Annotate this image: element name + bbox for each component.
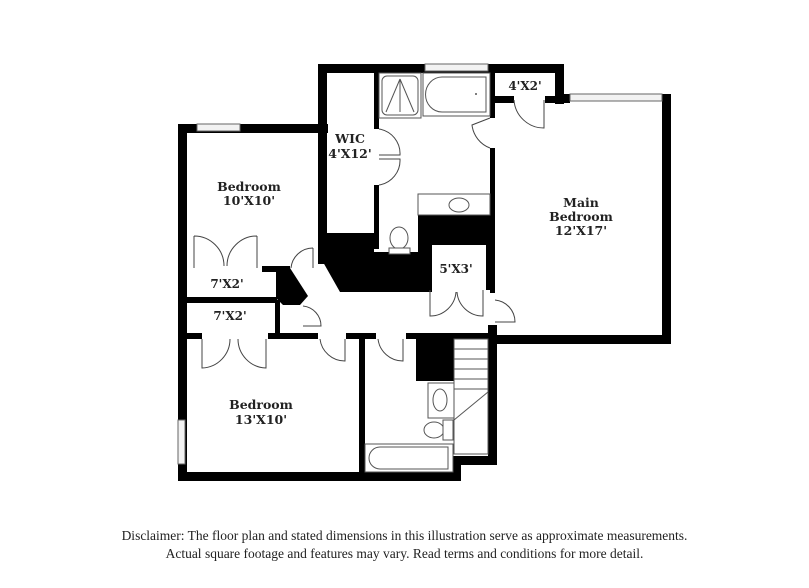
fixtures <box>364 72 491 473</box>
doors <box>193 99 545 369</box>
room-labels: Bedroom 10'X10' 7'X2' WIC 4'X12' 4'X2' M… <box>210 79 613 427</box>
bedroom-1-closet-dims: 7'X2' <box>210 277 243 291</box>
main-bedroom-dims: 12'X17' <box>555 223 607 238</box>
bedroom-1-name: Bedroom <box>217 179 281 194</box>
disclaimer-line-1: Disclaimer: The floor plan and stated di… <box>121 528 688 543</box>
main-closet-dims: 4'X2' <box>508 79 541 93</box>
bedroom-2-closet-dims: 7'X2' <box>213 309 246 323</box>
walls <box>178 64 671 481</box>
bedroom-2-name: Bedroom <box>229 397 293 412</box>
stairs <box>453 338 489 455</box>
main-bedroom-name-line2: Bedroom <box>549 209 613 224</box>
wic-dims: 4'X12' <box>328 146 371 161</box>
bedroom-1-dims: 10'X10' <box>223 193 275 208</box>
disclaimer-line-2: Actual square footage and features may v… <box>165 546 644 561</box>
linen-closet-dims: 5'X3' <box>439 262 472 276</box>
bedroom-2-dims: 13'X10' <box>235 412 287 427</box>
windows <box>177 63 663 465</box>
wic-name: WIC <box>334 131 365 146</box>
main-bedroom-name-line1: Main <box>563 195 599 210</box>
